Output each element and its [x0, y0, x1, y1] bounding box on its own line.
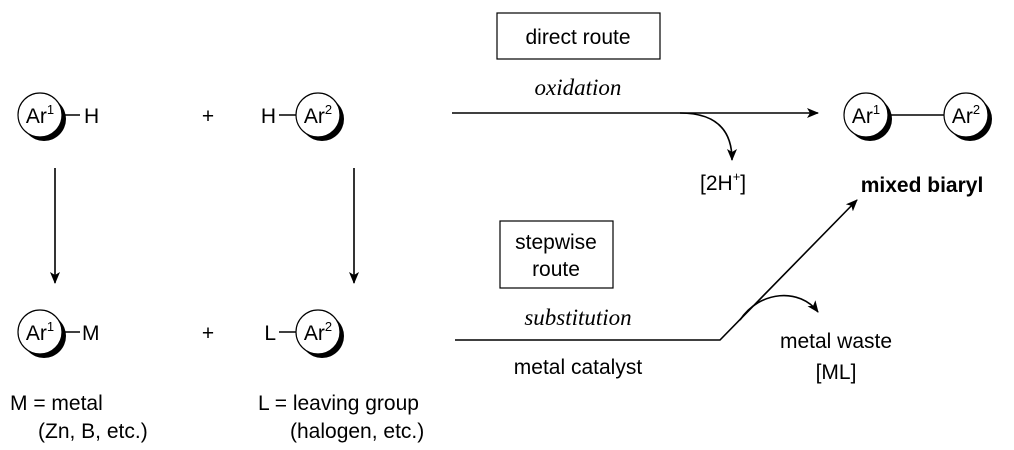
l-examples: (halogen, etc.)	[290, 420, 424, 443]
plus-sign: +	[202, 105, 214, 128]
waste-arrow	[739, 294, 819, 321]
mixed-biaryl-product: Ar1 Ar2	[843, 92, 993, 142]
m-examples: (Zn, B, etc.)	[38, 420, 148, 443]
l-definition: L = leaving group	[258, 392, 419, 415]
stepwise-route-arrow	[455, 199, 858, 341]
stepwise-route-label-line1: stepwise	[515, 231, 597, 254]
m-atom: M	[82, 322, 100, 345]
ar1-label: Ar1	[852, 102, 880, 128]
byproduct-label: [2H+]	[700, 169, 746, 195]
stepwise-route-label-line2: route	[532, 258, 580, 281]
direct-route-label: direct route	[525, 26, 630, 49]
stepwise-route-box	[499, 220, 614, 289]
substitution-label: substitution	[524, 305, 631, 330]
l-atom: L	[264, 322, 276, 345]
ar1-label: Ar1	[26, 319, 54, 345]
h-atom: H	[261, 105, 276, 128]
metal-catalyst-label: metal catalyst	[514, 356, 643, 379]
ar2-label: Ar2	[304, 102, 332, 128]
direct-route-box	[496, 12, 661, 60]
oxidation-label: oxidation	[535, 75, 622, 100]
h-atom: H	[84, 105, 99, 128]
l-ar2-reagent: L Ar2	[264, 309, 345, 359]
m-definition: M = metal	[10, 392, 103, 415]
plus-sign: +	[202, 322, 214, 345]
ar2-label: Ar2	[952, 102, 980, 128]
ar2-label: Ar2	[304, 319, 332, 345]
ar1-m-reagent: Ar1 M	[17, 309, 100, 359]
metal-waste-formula: [ML]	[816, 361, 857, 384]
ar1-label: Ar1	[26, 102, 54, 128]
product-label: mixed biaryl	[861, 174, 984, 197]
h-ar2-reactant: H Ar2	[261, 92, 345, 142]
ar1-h-reactant: Ar1 H	[17, 92, 99, 142]
byproduct-arrow	[679, 112, 737, 161]
metal-waste-label: metal waste	[780, 330, 892, 353]
